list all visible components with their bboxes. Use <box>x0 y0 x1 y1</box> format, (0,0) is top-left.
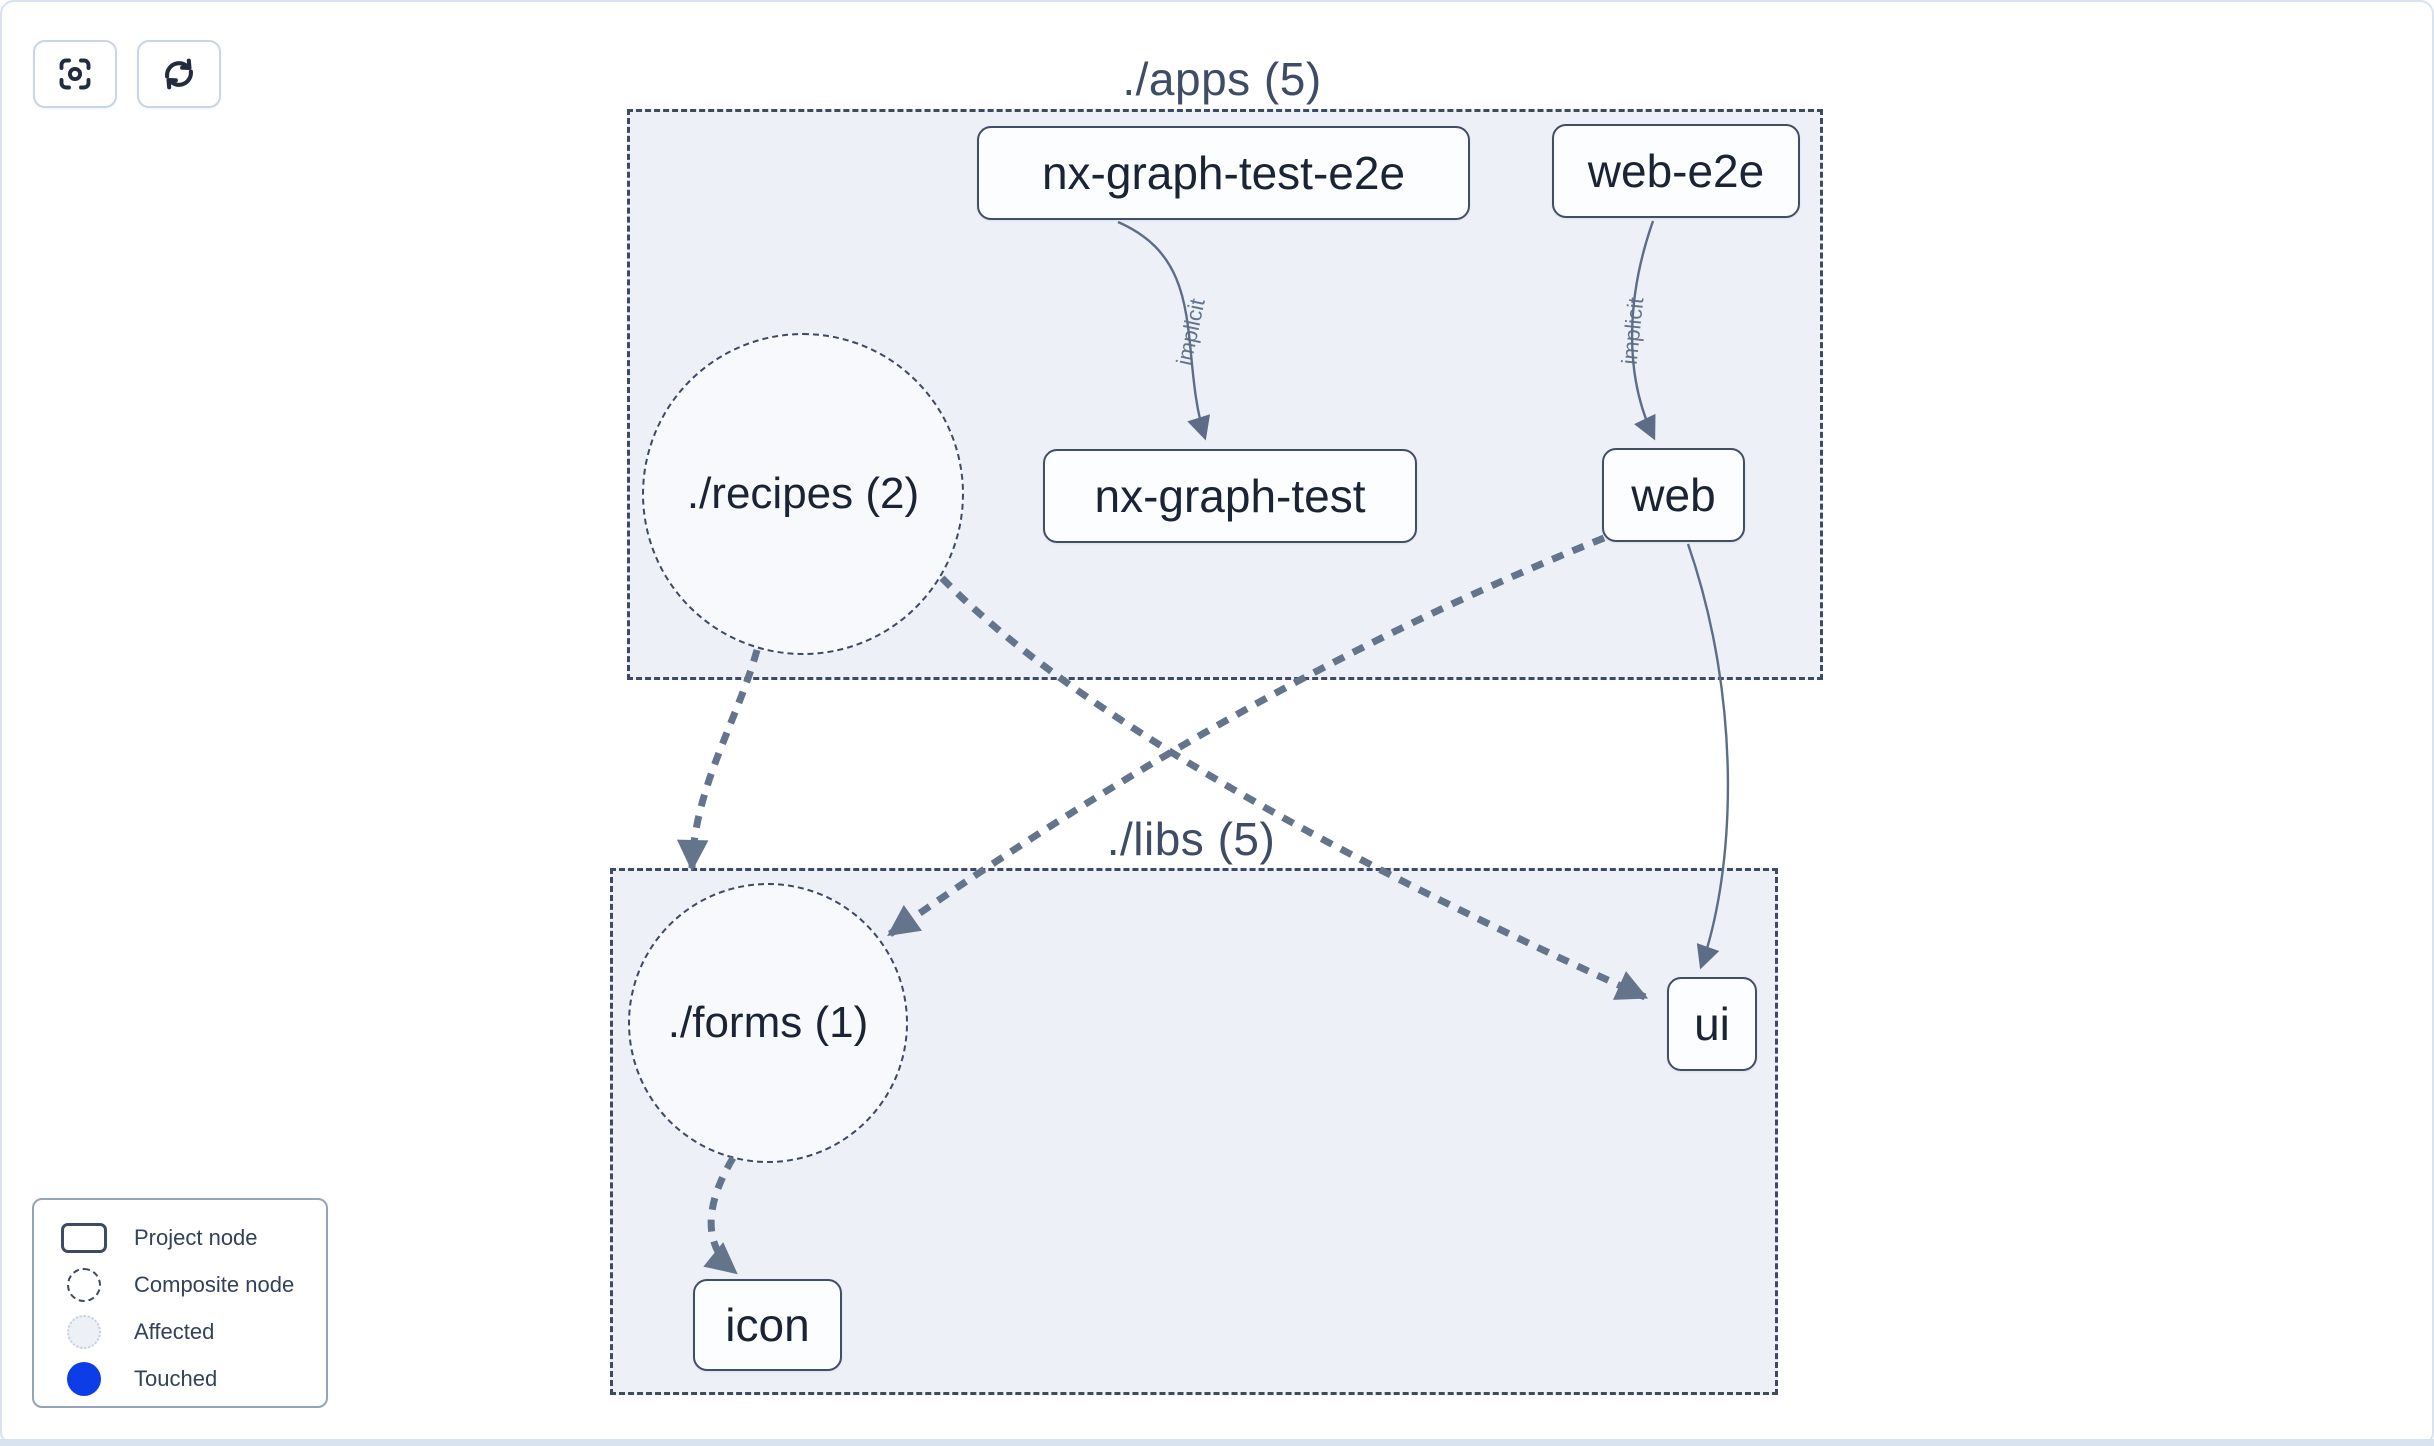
node-label: icon <box>725 1299 810 1351</box>
node-web-e2e[interactable]: web-e2e <box>1552 124 1800 218</box>
page-bottom-edge <box>0 1439 2434 1446</box>
affected-swatch <box>67 1314 101 1349</box>
legend-row-composite: Composite node <box>34 1261 326 1308</box>
node-nx-graph-test-e2e[interactable]: nx-graph-test-e2e <box>977 126 1470 220</box>
refresh-button[interactable] <box>137 40 221 108</box>
touched-swatch <box>67 1361 101 1396</box>
node-web[interactable]: web <box>1602 448 1745 542</box>
legend-label: Affected <box>134 1318 215 1344</box>
legend-label: Composite node <box>134 1271 295 1297</box>
group-label-apps: ./apps (5) <box>1122 53 1322 105</box>
focus-button[interactable] <box>33 40 117 108</box>
legend: Project node Composite node Affected Tou… <box>32 1198 328 1408</box>
node-ui[interactable]: ui <box>1667 977 1757 1071</box>
composite-node-recipes[interactable]: ./recipes (2) <box>642 333 964 655</box>
node-nx-graph-test[interactable]: nx-graph-test <box>1043 449 1417 543</box>
legend-row-affected: Affected <box>34 1308 326 1355</box>
legend-label: Touched <box>134 1365 218 1391</box>
node-label: nx-graph-test <box>1094 470 1366 522</box>
project-node-swatch <box>61 1222 107 1253</box>
refresh-icon <box>165 58 193 90</box>
composite-node-swatch <box>67 1267 101 1302</box>
legend-row-project: Project node <box>34 1214 326 1261</box>
group-label-libs: ./libs (5) <box>1106 813 1276 865</box>
node-label: ui <box>1694 998 1730 1050</box>
node-label: nx-graph-test-e2e <box>1041 147 1406 199</box>
focus-icon <box>59 58 91 90</box>
composite-node-label: ./recipes (2) <box>686 469 920 518</box>
legend-row-touched: Touched <box>34 1355 326 1402</box>
node-icon[interactable]: icon <box>693 1279 842 1371</box>
composite-node-label: ./forms (1) <box>667 998 869 1047</box>
node-label: web-e2e <box>1587 145 1765 197</box>
graph-toolbar <box>33 40 221 108</box>
legend-label: Project node <box>134 1224 258 1250</box>
node-label: web <box>1631 469 1716 521</box>
composite-node-forms[interactable]: ./forms (1) <box>628 883 908 1163</box>
